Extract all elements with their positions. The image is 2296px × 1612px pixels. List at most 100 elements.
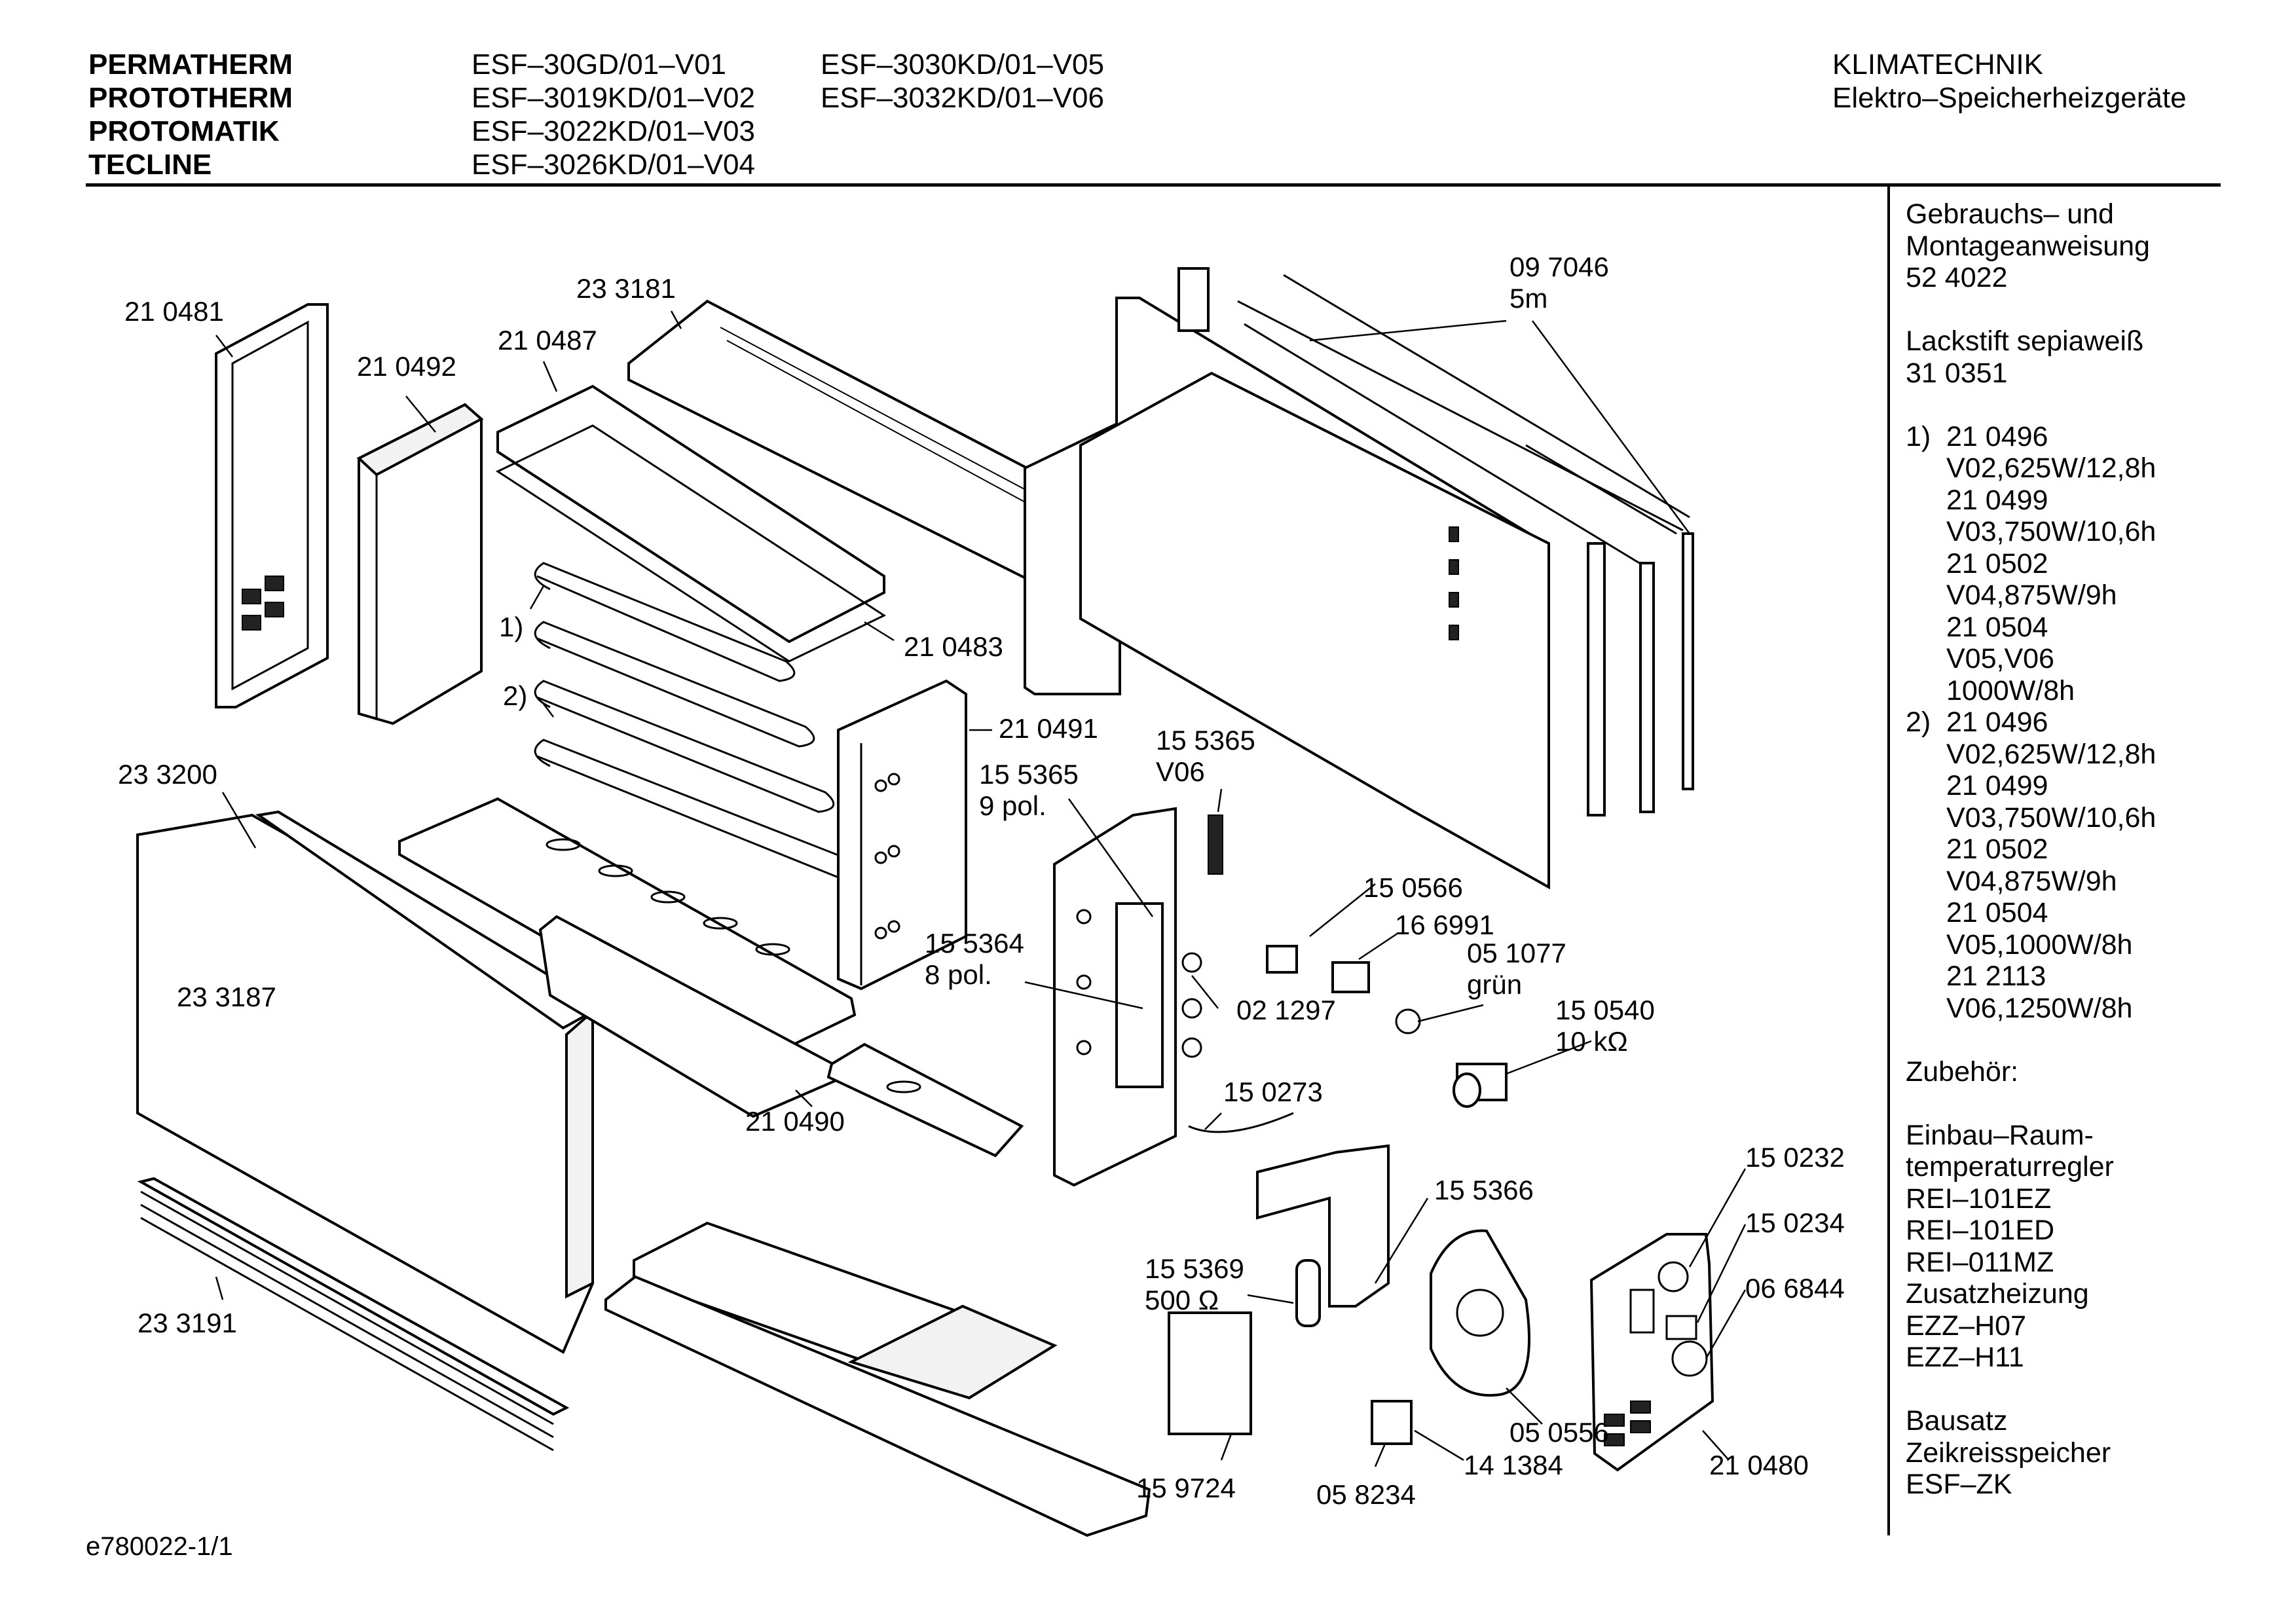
heating-elements	[534, 562, 855, 879]
heater2-line: V06,1250W/8h	[1946, 992, 2133, 1024]
heater2-marker: 2)	[1906, 706, 1931, 738]
kit-line: Bausatz	[1906, 1405, 2008, 1437]
heater2-line: 21 0499	[1946, 770, 2048, 801]
model-number: ESF–3026KD/01–V04	[472, 149, 755, 181]
part-label-233181: 23 3181	[576, 273, 676, 304]
heater2-first-line: 2) 21 0496	[1906, 706, 2156, 739]
part-label-166991: 16 6991	[1395, 909, 1494, 940]
heater1-line: V03,750W/10,6h	[1946, 516, 2157, 547]
manual-line: Montageanweisung	[1906, 230, 2150, 262]
part-label-233200: 23 3200	[118, 759, 217, 790]
heater1-line: V04,875W/9h	[1946, 579, 2117, 611]
manual-line: Gebrauchs– und	[1906, 198, 2114, 230]
heater2-line: 21 2113	[1946, 961, 2046, 992]
part-label-155366: 15 5366	[1434, 1175, 1534, 1205]
insulation-block	[356, 403, 484, 725]
part-label-210483: 21 0483	[904, 631, 1003, 662]
part-label-210491: 21 0491	[999, 713, 1098, 744]
part-label-051077: 05 1077	[1467, 938, 1566, 968]
sidebar-notes: Gebrauchs– und Montageanweisung 52 4022 …	[1906, 198, 2156, 1501]
part-label-150234: 15 0234	[1745, 1207, 1845, 1238]
part-label-150540-sub: 10 kΩ	[1555, 1026, 1628, 1057]
heater1-line: V02,625W/12,8h	[1946, 452, 2157, 484]
model-number: ESF–30GD/01–V01	[472, 48, 726, 81]
accessory-line: temperaturregler	[1906, 1151, 2114, 1182]
top-insulation-plate	[495, 384, 887, 663]
brand-name: PROTOMATIK	[88, 115, 280, 147]
accessory-line: REI–101EZ	[1906, 1182, 2052, 1215]
part-label-066844: 06 6844	[1745, 1273, 1845, 1304]
heater2-line: 21 0502	[1946, 833, 2048, 865]
exploded-view-drawing	[136, 267, 1747, 1537]
back-wall-panels	[1024, 267, 1694, 890]
part-label-150232: 15 0232	[1745, 1142, 1845, 1173]
brand-name: PROTOTHERM	[88, 82, 293, 114]
part-label-159724: 15 9724	[1136, 1473, 1236, 1503]
heater-marker-1: 1)	[499, 612, 524, 642]
part-label-155364-sub: 8 pol.	[925, 959, 992, 990]
heater-marker-2: 2)	[503, 680, 528, 711]
brand-name: TECLINE	[88, 149, 212, 181]
accessory-line: Einbau–Raum-	[1906, 1119, 2094, 1151]
brand-name: PERMATHERM	[88, 48, 293, 81]
accessory-line: REI–011MZ	[1906, 1246, 2054, 1278]
kit-line: Zeikreisspeicher	[1906, 1437, 2111, 1469]
model-list-2: ESF–3030KD/01–V05 ESF–3032KD/01–V06	[821, 48, 1104, 115]
model-number: ESF–3019KD/01–V02	[472, 82, 755, 114]
heater1-line: 21 0502	[1946, 547, 2048, 579]
accessory-line: Zusatzheizung	[1906, 1278, 2089, 1310]
part-label-233191: 23 3191	[138, 1308, 237, 1338]
heater1-line: 21 0496	[1946, 420, 2048, 452]
heater2-line: V02,625W/12,8h	[1946, 738, 2157, 770]
part-label-210492: 21 0492	[357, 351, 456, 382]
part-label-051077-sub: grün	[1467, 969, 1523, 1000]
category-title: KLIMATECHNIK	[1832, 48, 2043, 81]
paint-part-number: 31 0351	[1906, 357, 2008, 389]
heater2-line: V04,875W/9h	[1946, 865, 2117, 897]
model-list-1: ESF–30GD/01–V01 ESF–3019KD/01–V02 ESF–30…	[472, 48, 755, 181]
heater2-line: 21 0496	[1946, 706, 2048, 738]
part-label-155364: 15 5364	[925, 928, 1024, 959]
model-number: ESF–3032KD/01–V06	[821, 82, 1104, 114]
heater2-line: V05,1000W/8h	[1946, 928, 2133, 961]
part-label-210481: 21 0481	[124, 296, 224, 327]
heater2-line: V03,750W/10,6h	[1946, 801, 2157, 833]
front-panel	[136, 810, 594, 1354]
part-label-210490: 21 0490	[745, 1106, 845, 1137]
part-label-097046-length: 5m	[1509, 283, 1548, 314]
part-label-141384: 14 1384	[1464, 1450, 1563, 1480]
category-subtitle: Elektro–Speicherheizgeräte	[1832, 82, 2187, 114]
part-label-097046: 09 7046	[1509, 251, 1609, 282]
control-end-panel	[1589, 1233, 1714, 1472]
part-label-210487: 21 0487	[498, 325, 597, 356]
bottom-grille	[137, 1177, 570, 1452]
part-label-155365-sub: 9 pol.	[979, 790, 1046, 821]
model-number: ESF–3022KD/01–V03	[472, 115, 755, 147]
part-label-150540: 15 0540	[1555, 995, 1655, 1025]
part-label-210480: 21 0480	[1709, 1450, 1809, 1480]
sidebar-divider	[1887, 187, 1890, 1535]
base-trays	[604, 1221, 1151, 1537]
heater1-first-line: 1) 21 0496	[1906, 421, 2156, 453]
part-label-058234: 05 8234	[1316, 1479, 1416, 1510]
accessory-line: REI–101ED	[1906, 1215, 2055, 1246]
leader-lines	[215, 310, 1747, 1467]
heater1-line: V05,V06	[1946, 643, 2054, 674]
small-components	[1168, 945, 1530, 1445]
control-rail	[1053, 807, 1223, 1187]
part-label-150566: 15 0566	[1363, 872, 1463, 903]
part-label-155365-v06: 15 5365	[1156, 725, 1255, 756]
heater1-marker: 1)	[1906, 420, 1931, 452]
header-divider	[86, 183, 2221, 187]
heater2-line: 21 0504	[1946, 897, 2048, 928]
accessories-title: Zubehör:	[1906, 1055, 2019, 1088]
side-panel-left	[215, 303, 329, 708]
part-label-155365: 15 5365	[979, 759, 1079, 790]
heater1-line: 21 0504	[1946, 611, 2048, 643]
part-label-021297: 02 1297	[1236, 995, 1336, 1025]
part-label-155369-sub: 500 Ω	[1145, 1285, 1219, 1315]
paint-line: Lackstift sepiaweiß	[1906, 325, 2144, 357]
model-number: ESF–3030KD/01–V05	[821, 48, 1104, 81]
accessory-line: EZZ–H11	[1906, 1342, 2024, 1373]
drawing-id: e780022-1/1	[86, 1532, 233, 1561]
